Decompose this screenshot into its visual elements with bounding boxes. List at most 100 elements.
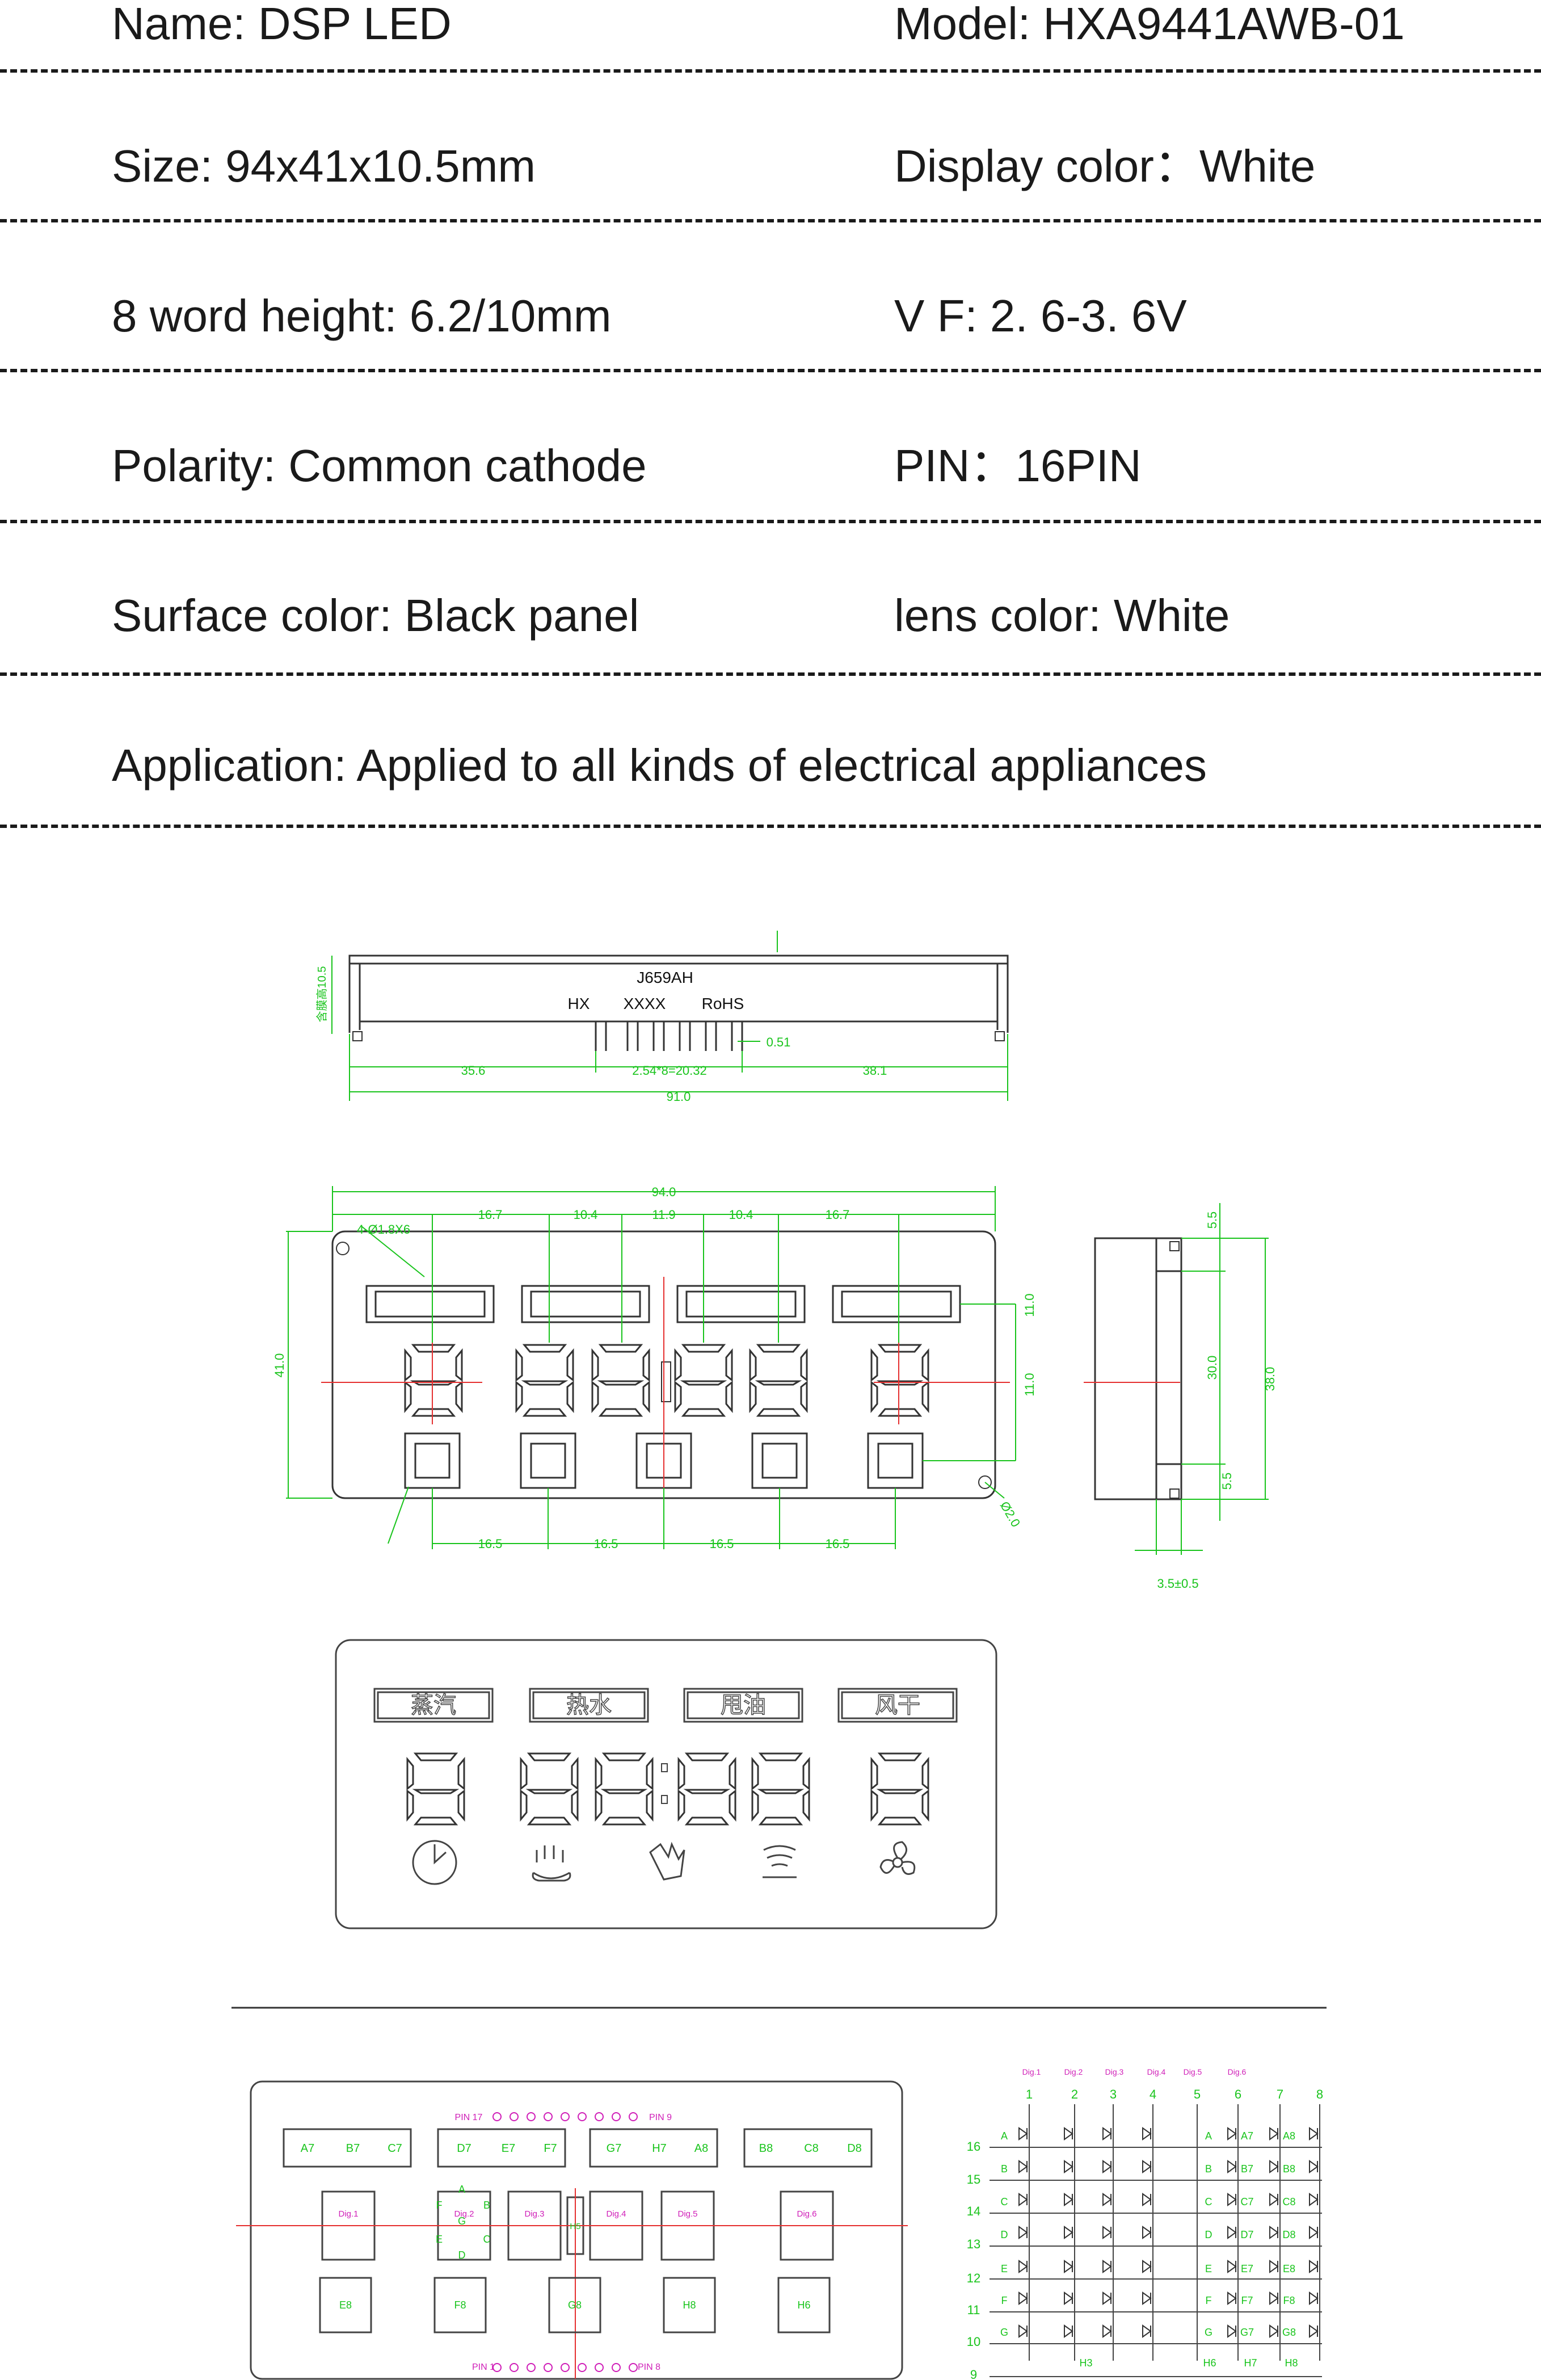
- spec-row-name: Name: DSP LED Model: HXA9441AWB-01: [0, 1, 1541, 150]
- profile-dim-depth: 3.5±0.5: [1157, 1576, 1198, 1591]
- dim-total: 91.0: [667, 1090, 691, 1104]
- row-letter-b: B: [1001, 2163, 1008, 2175]
- box-a7: A7: [301, 2142, 314, 2155]
- dim-right-1: 11.0: [1022, 1293, 1037, 1317]
- row-letter-a: A: [1001, 2130, 1008, 2142]
- col7-a7: A7: [1241, 2130, 1253, 2142]
- col-3: 3: [1110, 2087, 1117, 2101]
- row-letter-e: E: [1001, 2263, 1008, 2274]
- row-10: 10: [967, 2335, 980, 2349]
- sch-dig2: Dig.2: [1064, 2067, 1083, 2076]
- row-14: 14: [967, 2204, 980, 2218]
- row-12: 12: [967, 2271, 980, 2285]
- col7-d7: D7: [1240, 2229, 1253, 2240]
- spec-row-height: 8 word height: 6.2/10mm V F: 2. 6-3. 6V: [0, 293, 1541, 443]
- profile-dim-bottom: 5.5: [1220, 1473, 1234, 1490]
- dim-38-1: 38.1: [863, 1063, 887, 1078]
- panel-label-dry: 风干: [875, 1693, 920, 1718]
- col7-c7: C7: [1240, 2196, 1253, 2207]
- dim-bottom-3: 16.5: [710, 1537, 734, 1551]
- divider: [0, 672, 1541, 676]
- col-8: 8: [1316, 2087, 1323, 2101]
- dim-pins: 2.54*8=20.32: [632, 1063, 707, 1078]
- row-letter-f: F: [1001, 2295, 1008, 2306]
- spec-row-application: Application: Applied to all kinds of ele…: [0, 743, 1541, 892]
- col7-f7: F7: [1241, 2295, 1253, 2306]
- colon-label: H5: [570, 2222, 580, 2231]
- steam-hand-icon: [532, 1845, 571, 1882]
- row-letter-g-2: G: [1205, 2327, 1212, 2338]
- mark-rohs: RoHS: [702, 995, 744, 1012]
- spec-size: Size: 94x41x10.5mm: [112, 141, 536, 191]
- col-7: 7: [1277, 2087, 1283, 2101]
- dim-top-1: 16.7: [478, 1208, 503, 1222]
- sch-dig6: Dig.6: [1228, 2067, 1247, 2076]
- panel-label-hot-water: 热水: [566, 1693, 612, 1718]
- dim-width: 94.0: [652, 1185, 676, 1199]
- profile-dim-total: 38.0: [1263, 1367, 1277, 1391]
- seg-f: F: [436, 2200, 443, 2211]
- sch-h8: H8: [1285, 2357, 1298, 2369]
- spec-polarity: Polarity: Common cathode: [112, 440, 647, 491]
- divider: [0, 369, 1541, 372]
- height-label: 含膜高10.5: [315, 966, 329, 1023]
- row-13: 13: [967, 2237, 980, 2251]
- hole2-label: Ø2.0: [997, 1499, 1024, 1529]
- col7-g7: G7: [1240, 2327, 1254, 2338]
- wave-icon: [763, 1845, 797, 1878]
- row-letter-c-2: C: [1205, 2196, 1212, 2207]
- sch-h6: H6: [1203, 2357, 1216, 2369]
- dig5-label: Dig.5: [677, 2209, 697, 2219]
- sch-dig4: Dig.4: [1147, 2067, 1166, 2076]
- hand-wash-icon: [649, 1841, 685, 1881]
- col8-g8: G8: [1282, 2327, 1296, 2338]
- panel-label-spin: 甩油: [721, 1693, 766, 1718]
- seg-b: B: [483, 2200, 490, 2211]
- side-view: J659AH HX XXXX RoHS 含膜高10.5 35.6 2.54*8=…: [315, 931, 1009, 1104]
- spec-application: Application: Applied to all kinds of ele…: [112, 740, 1207, 790]
- row-15: 15: [967, 2172, 980, 2186]
- pin1-label: PIN 1: [472, 2362, 495, 2372]
- spec-row-surface: Surface color: Black panel lens color: W…: [0, 593, 1541, 742]
- power-icon: [412, 1840, 457, 1885]
- profile-dim-top: 5.5: [1205, 1212, 1219, 1229]
- col8-d8: D8: [1282, 2229, 1295, 2240]
- dim-top-2: 10.4: [574, 1208, 598, 1222]
- key-g8: G8: [568, 2299, 582, 2311]
- dig1-label: Dig.1: [338, 2209, 358, 2219]
- box-g7: G7: [607, 2142, 622, 2155]
- seg-g: G: [458, 2215, 466, 2227]
- spec-word-height: 8 word height: 6.2/10mm: [112, 291, 612, 341]
- col-2: 2: [1071, 2087, 1078, 2101]
- row-letter-d: D: [1001, 2229, 1008, 2240]
- seg-e: E: [436, 2234, 443, 2245]
- key-h6: H6: [797, 2299, 810, 2311]
- box-f7: F7: [544, 2142, 557, 2155]
- dim-pin-width: 0.51: [767, 1035, 791, 1049]
- dim-bottom-4: 16.5: [826, 1537, 850, 1551]
- col8-a8: A8: [1283, 2130, 1295, 2142]
- col-5: 5: [1194, 2087, 1201, 2101]
- row-letter-a-2: A: [1205, 2130, 1212, 2142]
- spec-lens-color: lens color: White: [894, 590, 1230, 641]
- dim-bottom-1: 16.5: [478, 1537, 503, 1551]
- col7-b7: B7: [1241, 2163, 1253, 2175]
- dim-top-4: 10.4: [729, 1208, 753, 1222]
- col7-e7: E7: [1241, 2263, 1253, 2274]
- side-profile: 5.5 30.0 38.0 5.5 3.5±0.5: [1084, 1203, 1277, 1591]
- divider: [0, 219, 1541, 222]
- row-9: 9: [970, 2368, 977, 2380]
- row-letter-d-2: D: [1205, 2229, 1212, 2240]
- col-4: 4: [1150, 2087, 1156, 2101]
- sch-dig3: Dig.3: [1105, 2067, 1124, 2076]
- fan-icon: [879, 1841, 916, 1875]
- box-a8: A8: [694, 2142, 708, 2155]
- row-11: 11: [967, 2303, 980, 2317]
- dim-bottom-2: 16.5: [594, 1537, 618, 1551]
- spec-row-size: Size: 94x41x10.5mm Display color：White: [0, 144, 1541, 293]
- dim-top-3: 11.9: [652, 1208, 675, 1222]
- spec-row-polarity: Polarity: Common cathode PIN：16PIN: [0, 443, 1541, 592]
- key-e8: E8: [339, 2299, 352, 2311]
- dim-top-5: 16.7: [826, 1208, 850, 1222]
- pin8-label: PIN 8: [638, 2362, 660, 2372]
